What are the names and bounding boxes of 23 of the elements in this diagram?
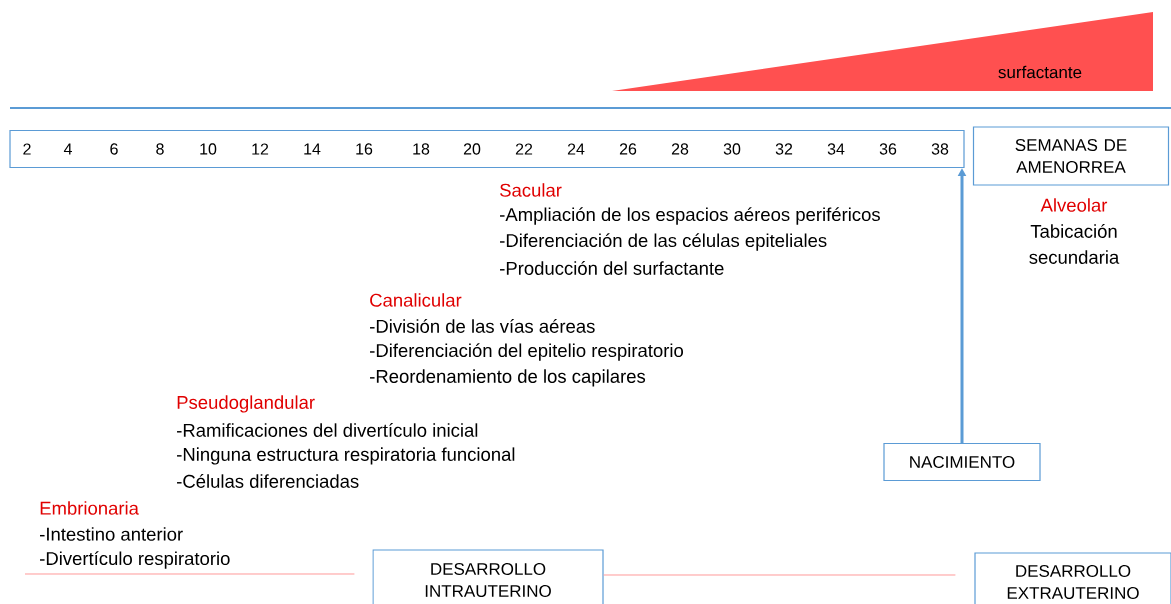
stage-feature: -Divertículo respiratorio [40,551,230,569]
scale-label-box: SEMANAS DE AMENORREA [972,126,1170,186]
stage-feature: -Ninguna estructura respiratoria funcional [177,447,515,465]
stage-feature: -Diferenciación de las células epiteliales [500,233,827,251]
stage-box: DESARROLLO EXTRAUTERINO [974,552,1171,604]
timeline-line [24,573,355,575]
stage-box: DESARROLLO INTRAUTERINO [372,549,604,604]
stage-heading: Canalicular [370,293,462,307]
timeline-line [603,574,956,576]
stage-heading: Embrionaria [40,501,139,515]
stage-feature: -Diferenciación del epitelio respiratorio [370,343,683,361]
stage-feature: -Células diferenciadas [177,474,359,488]
stage-feature: -Intestino anterior [40,527,183,541]
birth-box: NACIMIENTO [883,442,1041,482]
stage-feature: -División de las vías aéreas [370,319,595,333]
stage-feature: -Reordenamiento de los capilares [370,369,646,387]
stage-feature: -Producción del surfactante [500,261,724,275]
surfactant-wedge: surfactante [612,12,1153,91]
stage-feature: -Ampliación de los espacios aéreos periféricos [500,207,880,225]
stage-feature: -Ramificaciones del divertículo inicial [177,423,478,437]
week-scale: 2 4 6 8 10 12 14 16 18 20 22 24 26 28 30 32 34 36 38 [9,129,965,169]
stage-heading: Pseudoglandular [177,395,315,413]
stage-feature: Tabicación secundaria [1029,224,1120,264]
